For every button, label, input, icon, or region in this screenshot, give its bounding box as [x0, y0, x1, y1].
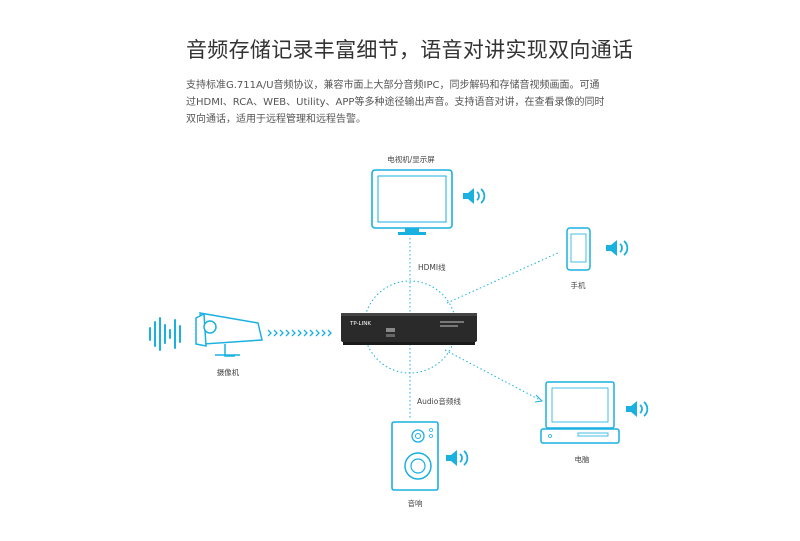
nvr-device: [341, 313, 477, 345]
speaker-wave-icon: [446, 450, 467, 466]
pc-arrow-icon: [535, 395, 542, 402]
speaker-wave-icon: [606, 240, 627, 256]
speaker-wave-icon: [463, 188, 484, 204]
hdmi-label: HDMI线: [418, 262, 446, 272]
pc-label: 电脑: [575, 454, 590, 464]
camera-icon: [196, 313, 262, 356]
nvr-brand-label: TP-LINK: [349, 321, 371, 327]
camera-label: 摄像机: [217, 367, 240, 377]
tv-monitor-icon: [372, 170, 452, 235]
computer-icon: [541, 382, 619, 443]
speaker-label: 音响: [408, 498, 423, 508]
phone-label: 手机: [571, 280, 586, 290]
audio-cable-label: Audio音频线: [417, 396, 461, 406]
speaker-box-icon: [392, 422, 438, 490]
phone-icon: [567, 228, 590, 270]
tv-label: 电视机/显示屏: [387, 154, 435, 164]
sound-wave-icon: [150, 318, 180, 350]
pc-line: [445, 350, 540, 400]
phone-line: [447, 252, 560, 303]
speaker-wave-icon: [626, 401, 647, 417]
arrows-icon: [268, 330, 331, 336]
